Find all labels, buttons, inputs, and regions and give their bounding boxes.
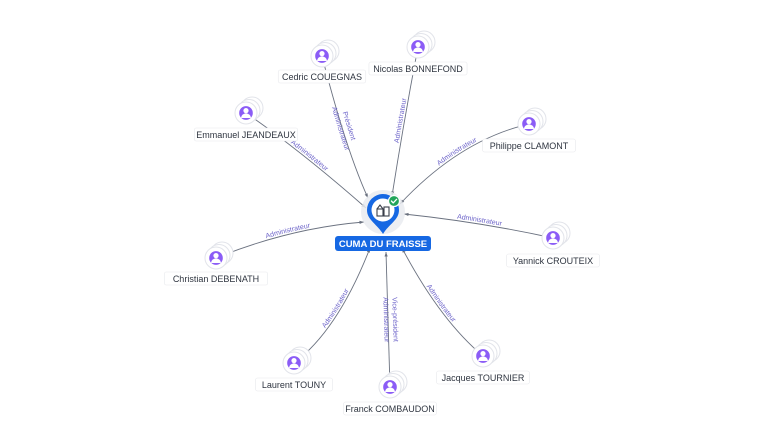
person-node-philippe-clamont[interactable]: Philippe CLAMONT <box>482 107 576 153</box>
person-icon <box>317 51 327 61</box>
edge-jacques-tournier: Administrateur <box>401 247 484 357</box>
person-icon <box>524 119 534 129</box>
person-node-laurent-touny[interactable]: Laurent TOUNY <box>255 346 333 392</box>
person-name: Jacques TOURNIER <box>442 373 525 383</box>
person-name: Philippe CLAMONT <box>490 141 569 151</box>
avatar[interactable] <box>282 346 312 375</box>
person-name-label[interactable]: Franck COMBAUDON <box>343 401 437 416</box>
person-name: Franck COMBAUDON <box>345 404 435 414</box>
edge-role-label: Administrateur <box>425 283 457 324</box>
avatar[interactable] <box>541 221 571 250</box>
avatar[interactable] <box>234 96 264 125</box>
person-name: Cedric COUEGNAS <box>282 72 362 82</box>
person-name: Emmanuel JEANDEAUX <box>196 130 296 140</box>
person-node-emmanuel-jeandeaux[interactable]: Emmanuel JEANDEAUX <box>194 96 299 142</box>
person-node-yannick-crouteix[interactable]: Yannick CROUTEIX <box>506 221 600 268</box>
edge-role-label: Administrateur <box>289 139 329 173</box>
company-name: CUMA DU FRAISSE <box>339 239 427 250</box>
label-background <box>436 370 530 385</box>
person-node-franck-combaudon[interactable]: Franck COMBAUDON <box>343 370 437 416</box>
person-name-label[interactable]: Laurent TOUNY <box>255 377 333 392</box>
edge-line <box>403 213 554 239</box>
edge-laurent-touny: Administrateur <box>293 247 371 364</box>
edge-arrow <box>359 220 364 224</box>
center-company-label[interactable]: CUMA DU FRAISSE <box>335 236 431 251</box>
person-name-label[interactable]: Christian DEBENATH <box>164 271 269 286</box>
center-company-node[interactable]: CUMA DU FRAISSE <box>335 190 431 251</box>
label-background <box>255 377 333 392</box>
edge-arrow <box>384 252 388 257</box>
person-node-christian-debenath[interactable]: Christian DEBENATH <box>164 241 269 286</box>
person-name: Christian DEBENATH <box>173 274 259 284</box>
person-node-jacques-tournier[interactable]: Jacques TOURNIER <box>436 339 530 385</box>
building-icon <box>376 204 390 217</box>
person-name-label[interactable]: Jacques TOURNIER <box>436 370 530 385</box>
label-background <box>164 271 269 286</box>
avatar[interactable] <box>406 30 436 59</box>
avatar[interactable] <box>204 241 234 270</box>
person-icon <box>548 233 558 243</box>
center-label-background <box>335 236 431 251</box>
person-name: Nicolas BONNEFOND <box>373 64 463 74</box>
person-icon <box>289 358 299 368</box>
edge-role-label: Vice-président <box>390 297 398 342</box>
person-node-nicolas-bonnefond[interactable]: Nicolas BONNEFOND <box>368 30 468 76</box>
edge-yannick-crouteix: Administrateur <box>403 212 554 239</box>
avatar[interactable] <box>378 370 408 399</box>
label-background <box>482 138 576 153</box>
avatar[interactable] <box>310 39 340 68</box>
label-background <box>343 401 437 416</box>
edge-role-label: Administrateur <box>265 222 312 240</box>
label-background <box>506 253 600 268</box>
person-name-label[interactable]: Emmanuel JEANDEAUX <box>194 127 299 142</box>
edge-role-label: Administrateur <box>436 136 479 167</box>
person-icon <box>241 108 251 118</box>
person-name: Yannick CROUTEIX <box>513 256 593 266</box>
person-icon <box>413 42 423 52</box>
person-icon <box>478 351 488 361</box>
person-name: Laurent TOUNY <box>262 380 326 390</box>
person-name-label[interactable]: Yannick CROUTEIX <box>506 253 600 268</box>
edge-line <box>245 112 367 209</box>
edge-philippe-clamont: Administrateur <box>399 123 530 205</box>
avatar[interactable] <box>471 339 501 368</box>
person-name-label[interactable]: Philippe CLAMONT <box>482 138 576 153</box>
edge-arrow <box>404 212 409 217</box>
edge-line <box>399 123 530 205</box>
edge-line <box>401 247 484 357</box>
person-name-label[interactable]: Nicolas BONNEFOND <box>368 61 468 76</box>
edge-line <box>293 247 371 364</box>
label-background <box>194 127 299 142</box>
avatar[interactable] <box>517 107 547 136</box>
nodes-layer: Cedric COUEGNAS Nicolas BONNEFOND Emmanuel… <box>164 30 600 416</box>
check-icon <box>387 194 401 208</box>
edge-role-label: Administrateur <box>321 287 351 329</box>
edge-role-label: Administrateur <box>394 97 409 143</box>
person-name-label[interactable]: Cedric COUEGNAS <box>277 69 367 84</box>
label-background <box>368 61 468 76</box>
person-icon <box>385 382 395 392</box>
edge-line <box>385 251 391 388</box>
edge-role-label: Administrateur <box>457 214 504 228</box>
person-node-cedric-couegnas[interactable]: Cedric COUEGNAS <box>277 39 367 84</box>
edge-role-label: Administrateur <box>381 297 389 343</box>
person-icon <box>211 253 221 263</box>
label-background <box>277 69 367 84</box>
